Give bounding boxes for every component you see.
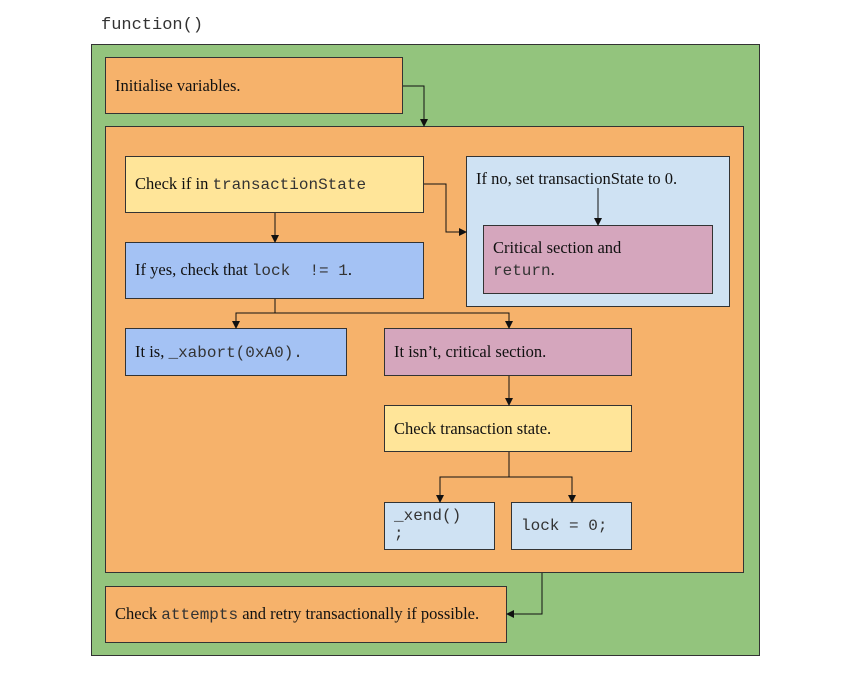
xend-box: _xend() ; <box>384 502 495 550</box>
arrow-if-yes-split <box>232 299 276 329</box>
arrow-block-to-retry <box>506 573 543 618</box>
xend-code: _xend() ; <box>394 507 462 543</box>
critical-return-box: Critical section and return. <box>483 225 713 294</box>
transaction-state-code: transactionState <box>212 176 367 195</box>
arrow-check-split-left <box>436 452 510 503</box>
if-yes-box: If yes, check that lock != 1. <box>125 242 424 299</box>
retry-box: Check attempts and retry transactionally… <box>105 586 507 643</box>
it-isnt-text: It isn’t, critical section. <box>394 342 547 362</box>
lock-reset-code: lock = 0; <box>521 516 608 535</box>
if-yes-text: If yes, check that lock != 1. <box>135 260 352 281</box>
critical-return-text: Critical section and return. <box>493 238 622 280</box>
it-isnt-box: It isn’t, critical section. <box>384 328 632 376</box>
init-text: Initialise variables. <box>115 75 241 95</box>
arrow-check-split-right <box>509 476 576 503</box>
if-no-text: If no, set transactionState to 0. <box>476 169 678 188</box>
attempts-code: attempts <box>161 606 239 625</box>
lock-check-code: lock != 1 <box>251 262 348 281</box>
retry-text: Check attempts and retry transactionally… <box>115 604 480 625</box>
arrow-check-to-if-no <box>424 183 467 236</box>
function-label: function() <box>101 16 204 35</box>
arrow-if-yes-to-it-isnt <box>275 312 513 329</box>
init-box: Initialise variables. <box>105 57 403 114</box>
it-is-box: It is, _xabort(0xA0). <box>125 328 347 376</box>
xabort-code: _xabort(0xA0). <box>168 343 303 362</box>
it-is-text: It is, _xabort(0xA0). <box>135 341 303 362</box>
check-state-text: Check if in transactionState <box>135 174 367 195</box>
return-code: return <box>493 261 551 280</box>
arrow-init-to-block <box>403 85 428 127</box>
check-state-box: Check if in transactionState <box>125 156 424 213</box>
check-transaction-text: Check transaction state. <box>394 418 552 438</box>
